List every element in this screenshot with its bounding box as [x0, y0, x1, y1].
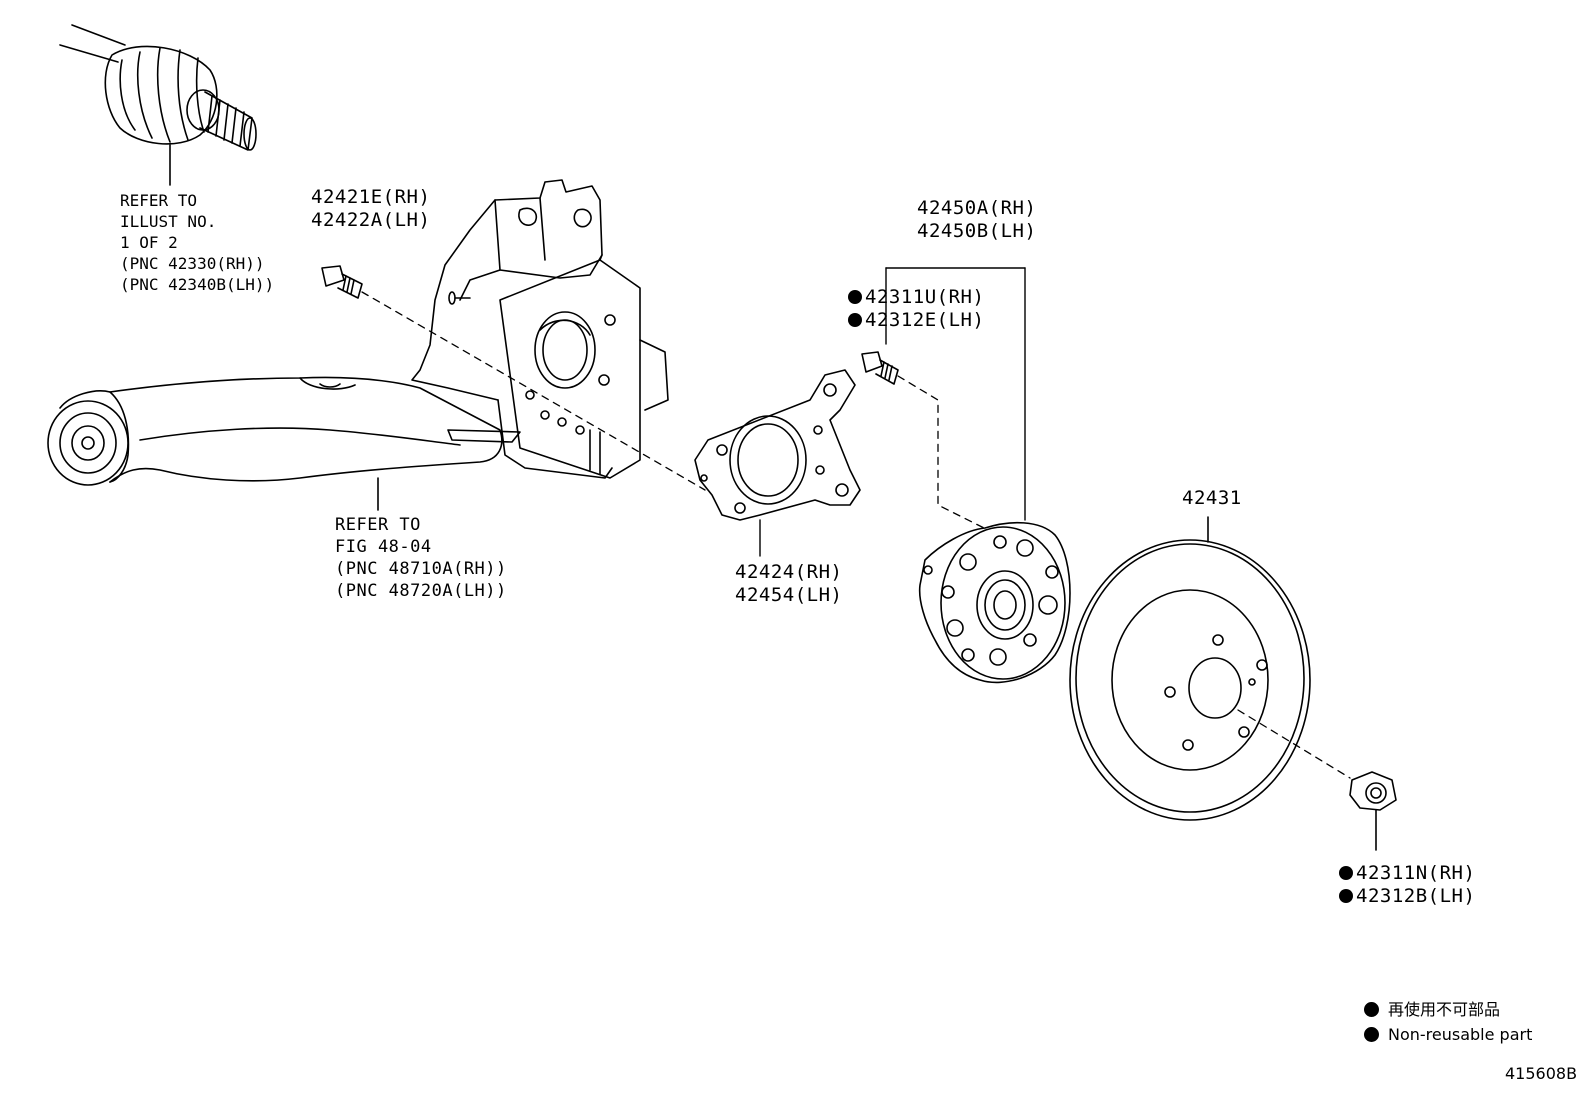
drive-shaft-ref-line-2: ILLUST NO. [120, 212, 217, 231]
backing-plate [694, 369, 861, 521]
drive-shaft-ref-line-1: REFER TO [120, 191, 198, 210]
hub-bolt-part-numbers: 42311U(RH) 42312E(LH) [848, 286, 984, 332]
hub-nut [1349, 771, 1397, 851]
filled-circle-icon [848, 290, 862, 304]
legend-japanese-text: 再使用不可部品 [1388, 1000, 1501, 1019]
backing-plate-part-numbers: 42424(RH) 42454(LH) [735, 561, 842, 607]
drive-shaft-reference: REFER TO ILLUST NO. 1 OF 2 (PNC 42330(RH… [120, 190, 274, 295]
knuckle-bolt [321, 265, 363, 299]
filled-circle-icon [848, 313, 862, 327]
arm-ref-line-3: (PNC 48710A(RH)) [335, 559, 507, 579]
hub-nut-rh-row: 42311N(RH) [1339, 862, 1475, 885]
drive-shaft [59, 24, 257, 186]
part-number-42422A: 42422A(LH) [311, 209, 431, 231]
part-number-42311N: 42311N(RH) [1356, 862, 1476, 884]
filled-circle-icon [1339, 866, 1353, 880]
part-number-42312E: 42312E(LH) [865, 309, 985, 331]
drive-shaft-ref-line-5: (PNC 42340B(LH)) [120, 275, 275, 294]
legend-row-japanese: 再使用不可部品 [1364, 1000, 1500, 1020]
part-number-42450A: 42450A(RH) [917, 197, 1037, 219]
part-number-42454: 42454(LH) [735, 584, 843, 606]
arm-ref-line-1: REFER TO [335, 515, 421, 535]
hub-bolt-rh-row: 42311U(RH) [848, 286, 984, 309]
drive-shaft-ref-line-3: 1 OF 2 [120, 233, 178, 252]
hub-nut-part-numbers: 42311N(RH) 42312B(LH) [1339, 862, 1475, 908]
filled-circle-icon [1364, 1002, 1379, 1017]
leader-lines [759, 267, 1026, 557]
steering-knuckle [411, 179, 669, 479]
brake-disc [1069, 516, 1311, 821]
filled-circle-icon [1364, 1027, 1379, 1042]
part-number-42421E: 42421E(RH) [311, 186, 431, 208]
part-number-42311U: 42311U(RH) [865, 286, 985, 308]
lower-arm [47, 376, 503, 511]
alignment-lines [361, 291, 1351, 779]
legend-english-text: Non-reusable part [1388, 1025, 1533, 1044]
disc-part-number: 42431 [1182, 487, 1242, 509]
hub-bolt [861, 351, 899, 385]
part-number-42424: 42424(RH) [735, 561, 843, 583]
drive-shaft-ref-line-4: (PNC 42330(RH)) [120, 254, 265, 273]
illustration-code: 415608B [1505, 1064, 1578, 1083]
hub-bearing-assembly [918, 521, 1071, 684]
arm-ref-line-2: FIG 48-04 [335, 537, 432, 557]
arm-ref-line-4: (PNC 48720A(LH)) [335, 581, 507, 601]
hub-nut-lh-row: 42312B(LH) [1339, 885, 1475, 908]
part-number-42312B: 42312B(LH) [1356, 885, 1476, 907]
arm-reference: REFER TO FIG 48-04 (PNC 48710A(RH)) (PNC… [335, 514, 507, 602]
filled-circle-icon [1339, 889, 1353, 903]
part-number-42450B: 42450B(LH) [917, 220, 1037, 242]
knuckle-bolt-part-numbers: 42421E(RH) 42422A(LH) [311, 186, 430, 232]
legend-row-english: Non-reusable part [1364, 1025, 1532, 1045]
hub-assembly-part-numbers: 42450A(RH) 42450B(LH) [917, 197, 1036, 243]
hub-bolt-lh-row: 42312E(LH) [848, 309, 984, 332]
